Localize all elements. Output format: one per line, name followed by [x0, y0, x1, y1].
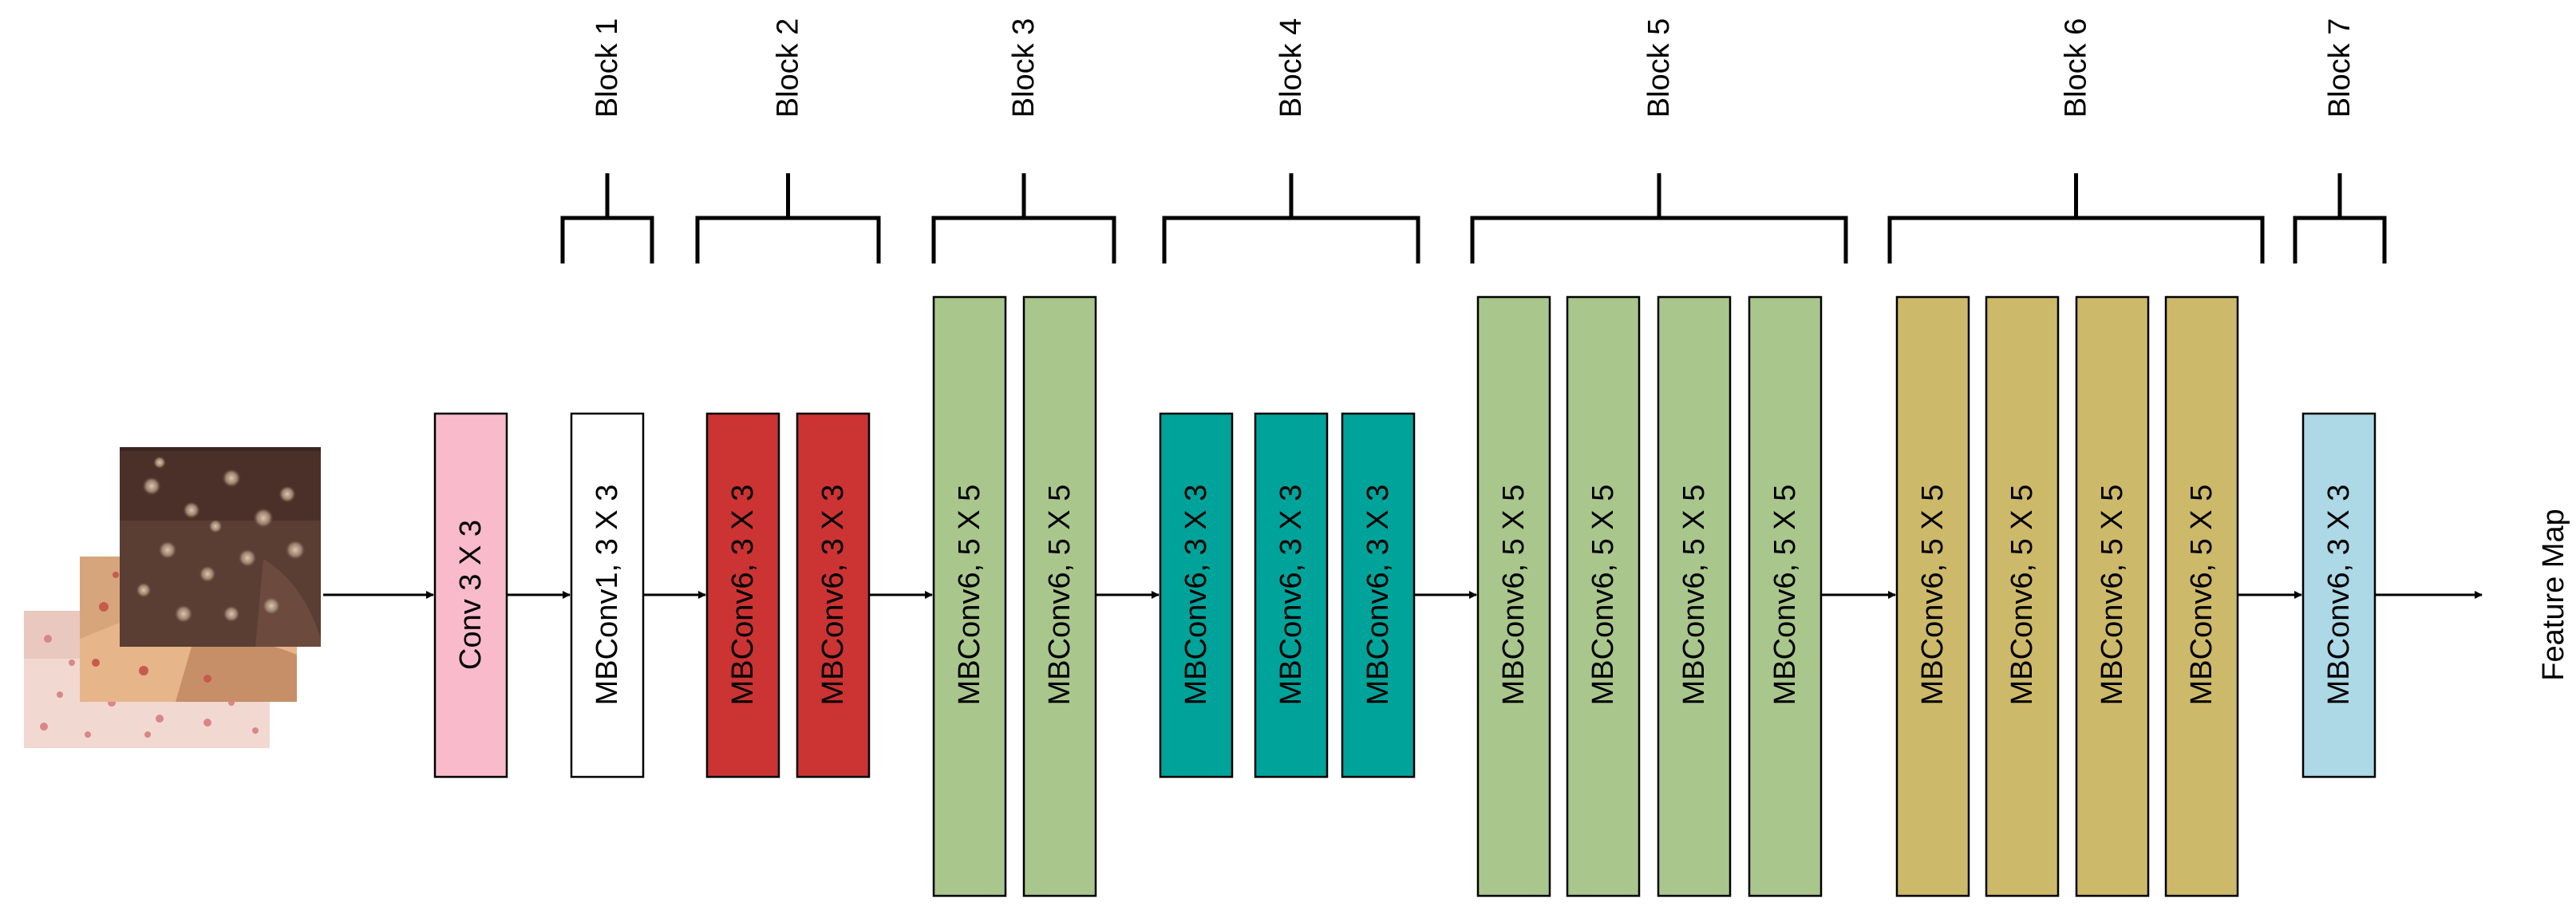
layer-box: [2164, 295, 2239, 897]
block-bracket: [931, 173, 1116, 263]
block-label: Block 1: [591, 18, 624, 118]
layer-label: MBConv6, 3 X 3: [816, 485, 850, 706]
layer-box: [1476, 295, 1551, 897]
layer-box: [570, 412, 645, 778]
block-brackets: Block 1 Block 2 Block 3 Block 4 Block 5 Block…: [560, 18, 2387, 263]
block-label: Block 4: [1274, 18, 1308, 118]
layer-box: [1895, 295, 1970, 897]
block-bracket: [2293, 173, 2387, 263]
block-label: Block 5: [1642, 18, 1676, 118]
layer-label: MBConv6, 3 X 3: [1361, 485, 1395, 706]
layer-box: [2075, 295, 2150, 897]
block-label: Block 7: [2323, 18, 2357, 118]
layer-label: MBConv6, 3 X 3: [1274, 485, 1308, 706]
block-bracket: [1887, 173, 2265, 263]
layer-label: MBConv6, 3 X 3: [2322, 485, 2356, 706]
layer-label: MBConv6, 5 X 5: [1916, 485, 1950, 706]
layer-box: [433, 412, 508, 778]
layer-box: [1566, 295, 1641, 897]
layer-label: MBConv6, 3 X 3: [726, 485, 760, 706]
skin-lesion-closeup-image: [120, 447, 321, 647]
block-bracket: [1470, 173, 1848, 263]
layer-label: MBConv6, 5 X 5: [953, 485, 986, 706]
layer-label: MBConv6, 5 X 5: [2185, 485, 2218, 706]
layer-label: Conv 3 X 3: [454, 520, 488, 670]
layer-box: [796, 412, 871, 778]
feature-map-label: Feature Map: [2537, 509, 2570, 680]
layer-box: [1748, 295, 1823, 897]
layer-box: [1022, 295, 1097, 897]
layer-label: MBConv6, 5 X 5: [1586, 485, 1620, 706]
layer-box: [705, 412, 780, 778]
block-label: Block 3: [1007, 18, 1041, 118]
layer-box: [1159, 412, 1234, 778]
layer-label: MBConv6, 5 X 5: [2096, 485, 2129, 706]
layer-label: MBConv6, 5 X 5: [2005, 485, 2039, 706]
layer-box: [1657, 295, 1732, 897]
layer-box: [1254, 412, 1329, 778]
block-bracket: [695, 173, 881, 263]
layer-label: MBConv6, 5 X 5: [1043, 485, 1077, 706]
input-images: [24, 447, 321, 748]
layer-box: [2301, 412, 2376, 778]
layer-boxes: Conv 3 X 3 MBConv1, 3 X 3 MBConv6, 3 X 3 MB…: [433, 295, 2376, 897]
block-bracket: [1162, 173, 1420, 263]
layer-label: MBConv6, 5 X 5: [1768, 485, 1802, 706]
layer-label: MBConv6, 3 X 3: [1179, 485, 1213, 706]
layer-label: MBConv6, 5 X 5: [1497, 485, 1531, 706]
block-label: Block 6: [2060, 18, 2093, 118]
layer-box: [1341, 412, 1416, 778]
layer-label: MBConv6, 5 X 5: [1677, 485, 1711, 706]
layer-box: [932, 295, 1007, 897]
layer-box: [1985, 295, 2060, 897]
block-bracket: [560, 173, 654, 263]
layer-label: MBConv1, 3 X 3: [591, 485, 624, 706]
block-label: Block 2: [772, 18, 805, 118]
